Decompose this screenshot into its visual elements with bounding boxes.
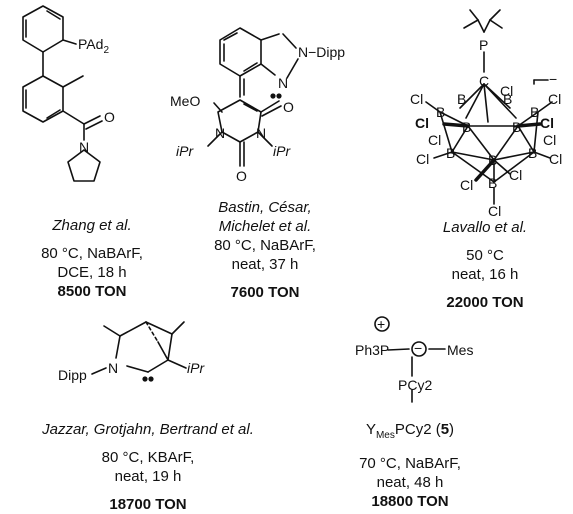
lavallo-cl-7: Cl bbox=[543, 132, 556, 148]
zhang-authors: Zhang et al. bbox=[52, 217, 132, 234]
lavallo-carborane-structure bbox=[425, 9, 553, 205]
bastin-n-left-label: N bbox=[215, 125, 225, 141]
bastin-authors-1: Bastin, César, bbox=[218, 199, 312, 216]
lavallo-charge-label: − bbox=[549, 71, 557, 87]
lavallo-b-9: B bbox=[528, 145, 537, 161]
lavallo-cl-1: Cl bbox=[500, 83, 513, 99]
lavallo-b-3: B bbox=[436, 104, 445, 120]
lavallo-b-6: B bbox=[512, 119, 521, 135]
zhang-pad-label: PAd2 bbox=[78, 36, 109, 56]
bastin-condition-2: neat, 37 h bbox=[231, 256, 299, 273]
lavallo-ton: 22000 TON bbox=[446, 294, 524, 311]
jazzar-entry: Jazzar, Grotjahn, Bertrand et al. 80 °C,… bbox=[8, 420, 288, 514]
lavallo-p-label: P bbox=[479, 37, 488, 53]
ymes-ph3p-label: Ph3P bbox=[355, 342, 389, 358]
lavallo-authors: Lavallo et al. bbox=[442, 219, 528, 236]
ymes-compound-suffix: PCy2 ( bbox=[394, 421, 441, 438]
zhang-labels: PAd2 O N bbox=[78, 36, 115, 155]
bastin-authors-2: Michelet et al. bbox=[218, 218, 312, 235]
lavallo-cl-2: Cl bbox=[410, 91, 423, 107]
lavallo-cl-4: Cl bbox=[415, 115, 429, 131]
ymes-pcy2-label: PCy2 bbox=[398, 377, 432, 393]
lavallo-condition-2: neat, 16 h bbox=[451, 266, 519, 283]
ymes-condition-2: neat, 48 h bbox=[376, 474, 444, 491]
jazzar-condition-2: neat, 19 h bbox=[114, 468, 182, 485]
lavallo-labels: P C − Cl B B B B B B B B B B Cl Cl Cl Cl… bbox=[410, 37, 562, 219]
bastin-meo-label: MeO bbox=[170, 93, 200, 109]
bastin-condition-1: 80 °C, NaBArF, bbox=[214, 237, 316, 254]
lavallo-b-4: B bbox=[530, 104, 539, 120]
jazzar-caac-structure bbox=[91, 321, 187, 375]
lavallo-b-7: B bbox=[446, 145, 455, 161]
bastin-n-dipp-label: N−Dipp bbox=[298, 44, 345, 60]
lavallo-b-5: B bbox=[462, 119, 471, 135]
ymes-compound-sub: Mes bbox=[375, 430, 395, 441]
bastin-ligand-structure bbox=[207, 27, 299, 167]
lavallo-condition-1: 50 °C bbox=[466, 247, 504, 264]
ymes-pcy2-structure bbox=[374, 316, 446, 403]
bastin-ipr-left-label: iPr bbox=[176, 143, 194, 159]
lavallo-b-8: B bbox=[488, 152, 497, 168]
lavallo-cl-6: Cl bbox=[428, 132, 441, 148]
zhang-entry: Zhang et al. 80 °C, NaBArF, DCE, 18 h 85… bbox=[17, 216, 167, 301]
ymes-compound-number: 5 bbox=[440, 421, 450, 438]
bastin-ton: 7600 TON bbox=[230, 284, 300, 301]
lavallo-cl-8: Cl bbox=[416, 151, 429, 167]
bastin-entry: Bastin, César, Michelet et al. 80 °C, Na… bbox=[180, 198, 350, 302]
bastin-n-right-label: N bbox=[256, 125, 266, 141]
lavallo-b-1: B bbox=[457, 91, 466, 107]
lavallo-b-2: B bbox=[503, 91, 512, 107]
bastin-o-top-label: O bbox=[283, 99, 294, 115]
zhang-condition-2: DCE, 18 h bbox=[57, 264, 127, 281]
zhang-o-label: O bbox=[104, 109, 115, 125]
lavallo-cl-5: Cl bbox=[540, 115, 554, 131]
zhang-ligand-structure bbox=[22, 5, 103, 182]
jazzar-labels: Dipp N iPr bbox=[58, 360, 205, 383]
zhang-n-label: N bbox=[79, 139, 89, 155]
jazzar-ipr-label: iPr bbox=[187, 360, 205, 376]
bastin-ipr-right-label: iPr bbox=[273, 143, 291, 159]
ymes-minus-charge: − bbox=[414, 340, 422, 356]
zhang-condition-1: 80 °C, NaBArF, bbox=[41, 245, 143, 262]
bastin-o-bottom-label: O bbox=[236, 168, 247, 184]
lavallo-cl-10: Cl bbox=[460, 177, 473, 193]
jazzar-ton: 18700 TON bbox=[109, 496, 187, 513]
lavallo-cl-9: Cl bbox=[549, 151, 562, 167]
lavallo-b-10: B bbox=[488, 175, 497, 191]
bastin-labels: N−Dipp N MeO N N iPr iPr O O bbox=[170, 44, 345, 184]
lavallo-cl-12: Cl bbox=[488, 203, 501, 219]
lavallo-cl-11: Cl bbox=[509, 167, 522, 183]
bastin-n-ring-label: N bbox=[278, 75, 288, 91]
lavallo-c-label: C bbox=[479, 73, 489, 89]
ymes-ton: 18800 TON bbox=[371, 493, 449, 510]
jazzar-condition-1: 80 °C, KBArF, bbox=[101, 449, 195, 466]
jazzar-dipp-label: Dipp bbox=[58, 367, 87, 383]
ymes-compound-y: Y bbox=[365, 421, 376, 438]
ymes-compound-name: YMesPCy2 (5) bbox=[325, 420, 495, 445]
lavallo-entry: Lavallo et al. 50 °C neat, 16 h 22000 TO… bbox=[405, 218, 565, 312]
jazzar-n-label: N bbox=[108, 360, 118, 376]
ymes-entry: YMesPCy2 (5) 70 °C, NaBArF, neat, 48 h 1… bbox=[325, 420, 495, 511]
ymes-condition-1: 70 °C, NaBArF, bbox=[359, 455, 461, 472]
lavallo-cl-3: Cl bbox=[548, 91, 561, 107]
ymes-compound-close: ) bbox=[449, 421, 455, 438]
ymes-plus-charge: + bbox=[377, 316, 385, 332]
jazzar-authors: Jazzar, Grotjahn, Bertrand et al. bbox=[42, 421, 254, 438]
ymes-mes-label: Mes bbox=[447, 342, 473, 358]
ymes-labels: + − Ph3P Mes PCy2 bbox=[355, 316, 473, 393]
zhang-ton: 8500 TON bbox=[57, 283, 127, 300]
